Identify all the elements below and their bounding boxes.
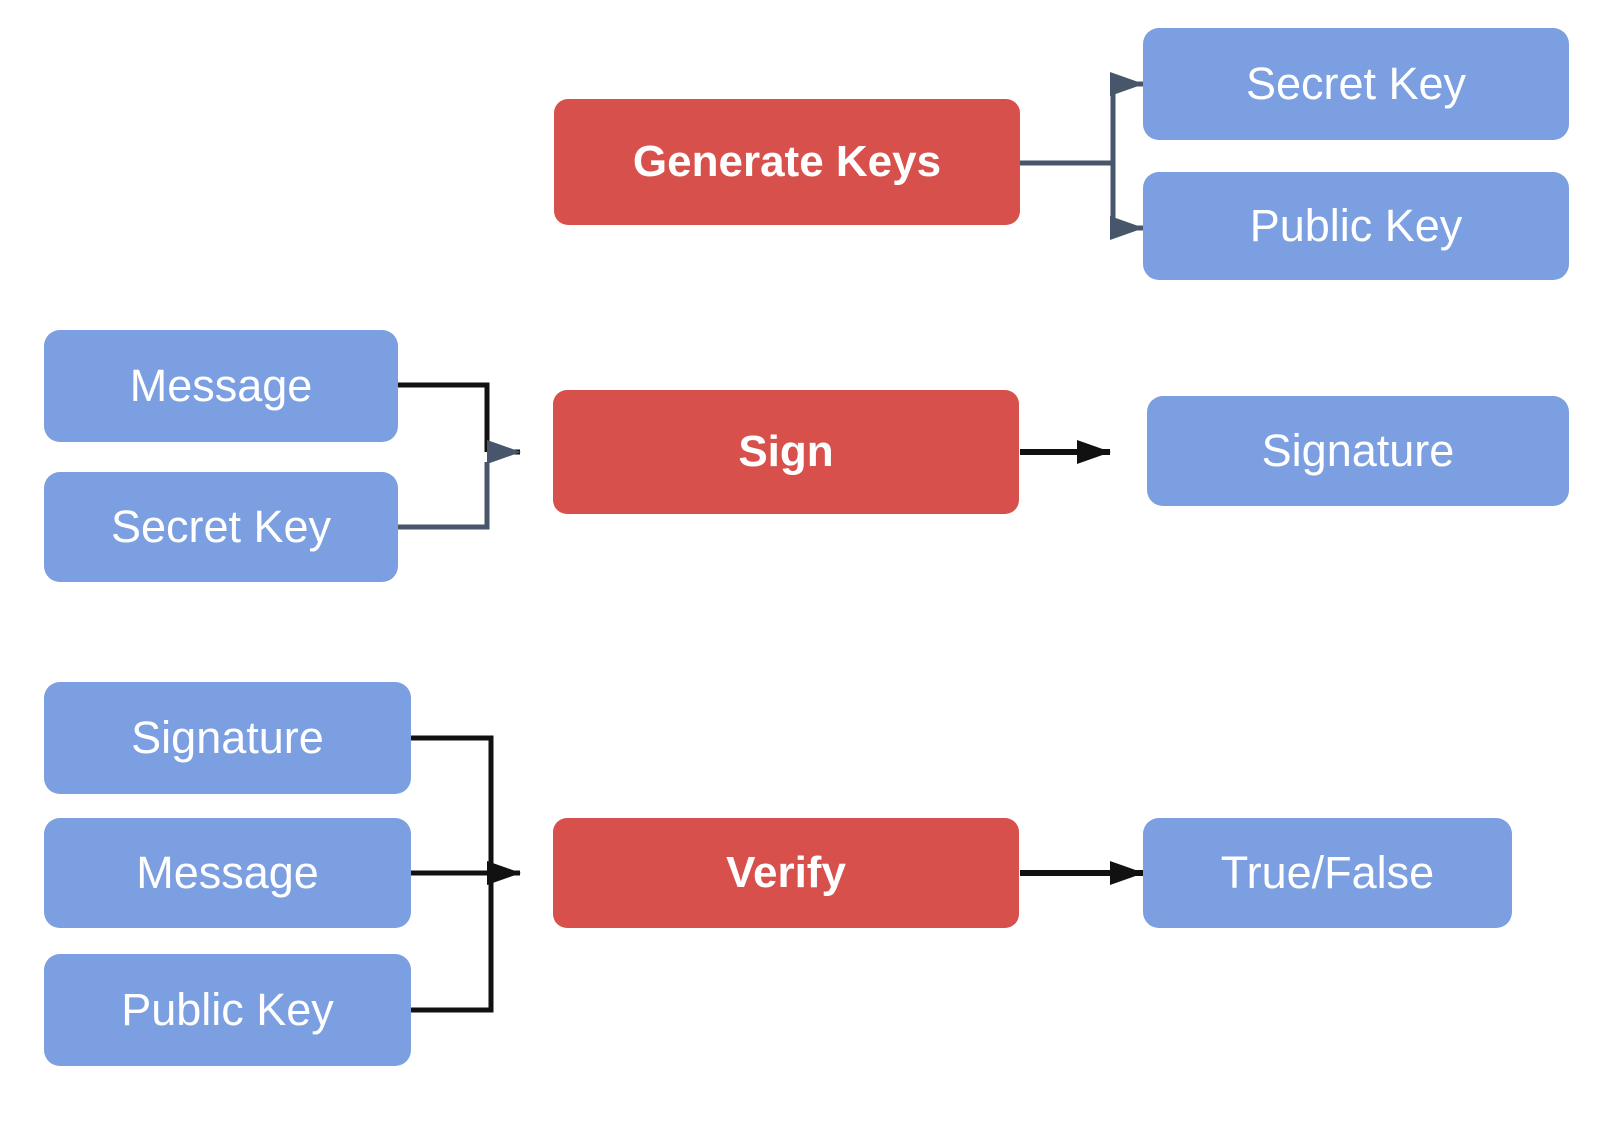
node-signature-output-label: Signature [1261,425,1455,477]
node-true-false-output[interactable]: True/False [1143,818,1512,928]
node-public-key-output[interactable]: Public Key [1143,172,1569,280]
node-generate-keys[interactable]: Generate Keys [554,99,1020,225]
node-verify-input-signature-label: Signature [131,712,324,764]
node-verify-input-public-key[interactable]: Public Key [44,954,411,1066]
edge-secret-key-to-sign [398,462,490,530]
node-verify-label: Verify [726,847,846,897]
node-public-key-output-label: Public Key [1249,200,1463,252]
node-secret-key-output-label: Secret Key [1245,58,1467,110]
node-verify-input-signature[interactable]: Signature [44,682,411,794]
edge-verify-signature-input [411,735,494,898]
node-secret-key-output[interactable]: Secret Key [1143,28,1569,140]
node-verify-input-message[interactable]: Message [44,818,411,928]
edge-message-to-sign [398,382,490,452]
node-sign-label: Sign [738,426,834,476]
node-sign-input-message[interactable]: Message [44,330,398,442]
node-sign[interactable]: Sign [553,390,1019,514]
node-true-false-output-label: True/False [1220,847,1435,899]
node-verify[interactable]: Verify [553,818,1019,928]
node-sign-input-secret-key-label: Secret Key [110,501,332,553]
node-sign-input-secret-key[interactable]: Secret Key [44,472,398,582]
node-verify-input-public-key-label: Public Key [121,984,334,1036]
node-signature-output[interactable]: Signature [1147,396,1569,506]
edge-generate-keys-to-public-key [1110,163,1144,240]
node-sign-input-message-label: Message [129,360,313,412]
edge-verify-public-key-input [411,898,494,1013]
node-generate-keys-label: Generate Keys [632,136,942,186]
edge-generate-keys-to-secret-key [1020,72,1144,166]
node-verify-input-message-label: Message [136,847,319,899]
